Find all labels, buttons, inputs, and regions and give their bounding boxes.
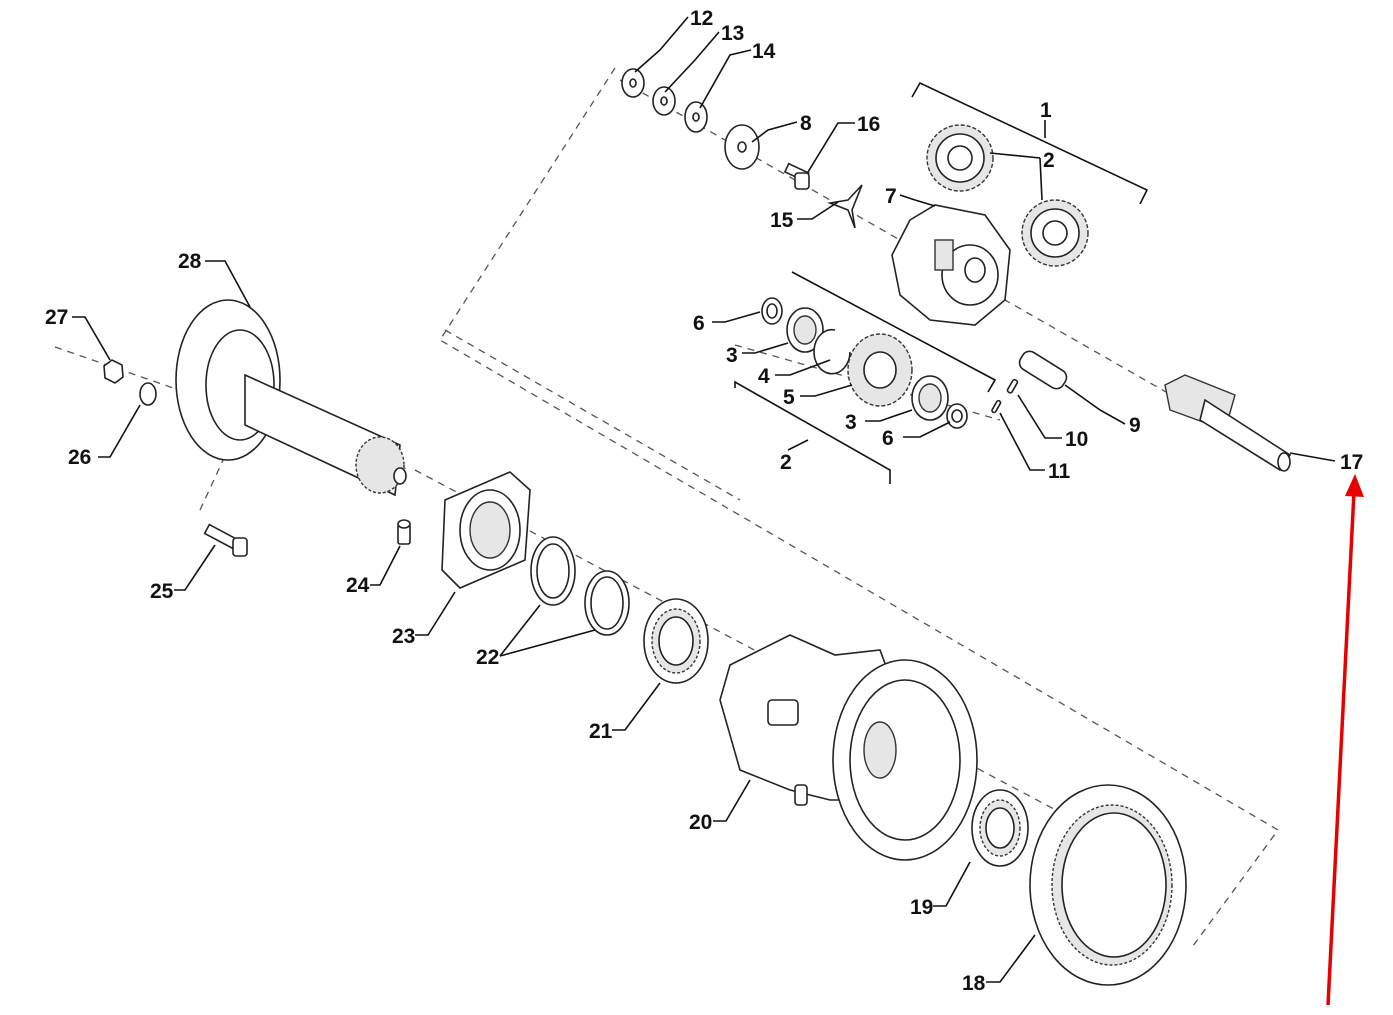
gear-5 [847,333,913,407]
highlight-arrow-head [1345,474,1364,497]
callout-5: 5 [783,386,795,409]
bearing-3-right [911,375,949,421]
callout-2-upper: 2 [1043,149,1055,172]
callout-18: 18 [962,972,986,995]
callout-14: 14 [752,40,776,63]
callout-1: 1 [1040,99,1052,122]
bearing-19 [971,789,1029,867]
callout-12: 12 [690,7,713,30]
leader-lines [72,16,1336,983]
nut-27 [103,359,124,384]
bracket-assembly-2 [734,380,891,484]
callout-6-right: 6 [882,427,894,450]
callout-6-left: 6 [693,312,705,335]
callout-4: 4 [758,365,770,388]
callout-11: 11 [1048,460,1071,483]
callout-7: 7 [885,185,897,208]
callout-15: 15 [770,209,794,232]
washer-6-right-hole [951,409,963,423]
callout-21: 21 [589,720,613,743]
ring-gear-18 [1029,784,1187,986]
bolt-25 [203,523,248,557]
callout-labels: 1 2 2 3 3 4 5 6 6 7 8 9 10 11 12 13 14 1… [45,7,1363,995]
callout-24: 24 [346,574,370,597]
pin-9 [1018,350,1068,390]
callout-3-left: 3 [726,344,738,367]
seal-22-b-inner [590,576,624,630]
callout-13: 13 [721,22,744,45]
bolt-16 [783,162,810,190]
bearing-3-left [786,307,824,353]
callout-26: 26 [68,446,91,469]
callout-20: 20 [689,811,712,834]
callout-3-right: 3 [845,411,857,434]
planet-gear-upper [926,124,994,192]
callout-19: 19 [910,896,933,919]
pin-10 [1006,378,1019,394]
highlight-arrow [1326,474,1364,1006]
planet-gear-lower [1021,199,1089,267]
seal-housing-23 [441,471,531,589]
callout-23: 23 [392,625,415,648]
washer-26 [139,382,157,406]
hub-shaft-28 [175,299,407,497]
screw-24 [397,519,411,545]
washer-6-left-hole [766,303,778,319]
washer-14-hole [692,112,700,122]
callout-9: 9 [1129,414,1141,437]
callout-25: 25 [150,580,174,603]
callout-10: 10 [1065,428,1088,451]
pin-11 [991,399,1002,414]
bearing-21 [643,598,709,684]
thrust-washer-8-hole [737,141,747,153]
callout-27: 27 [45,306,68,329]
washer-13-hole [660,96,668,106]
bracket-gear-line [791,271,997,393]
bracket-assembly-1 [911,81,1149,205]
snap-ring-4 [813,328,851,375]
callout-28: 28 [178,250,202,273]
seal-22-a-inner [536,543,570,599]
axle-housing-20 [719,634,978,861]
callout-8: 8 [800,112,812,135]
callout-2-lower: 2 [780,451,792,474]
callout-22: 22 [476,646,499,669]
callout-16: 16 [857,113,880,136]
washer-12-hole [629,78,637,88]
retainer-15 [826,184,863,229]
callout-17: 17 [1340,451,1363,474]
sun-shaft-17 [1164,374,1292,472]
planet-carrier-7 [891,204,1011,326]
